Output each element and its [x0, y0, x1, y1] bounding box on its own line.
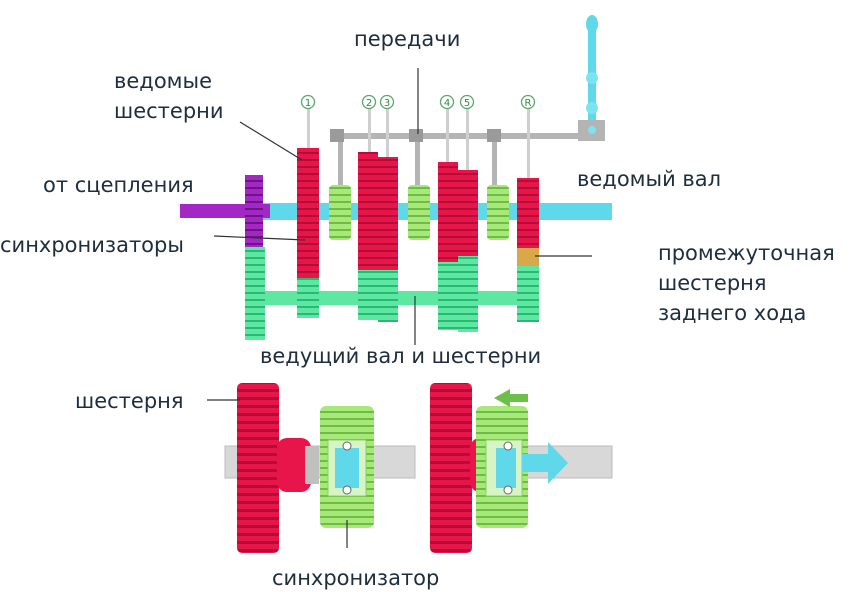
- gear-marker-4[interactable]: 4: [439, 94, 455, 110]
- label-reverse-idler: промежуточная шестерня заднего хода: [658, 238, 835, 328]
- gear-marker-r-text: R: [525, 98, 532, 109]
- gear-marker-r[interactable]: R: [520, 94, 536, 110]
- label-reverse-idler-line-2: шестерня: [658, 271, 767, 295]
- drive-gear-2: [358, 270, 378, 320]
- detail-hub-cone-left: [305, 446, 319, 484]
- detail-gear-right: [430, 383, 472, 553]
- synchronizer-1-2: [329, 185, 351, 240]
- gear-lever[interactable]: [578, 15, 605, 141]
- label-gear: шестерня: [75, 389, 184, 413]
- drive-gear-5: [458, 256, 478, 332]
- label-synchronizer: синхронизатор: [272, 566, 440, 590]
- drive-gear-4: [438, 262, 458, 330]
- selector-forks: [330, 129, 501, 186]
- driven-gear-3: [378, 157, 398, 270]
- driven-gear-4: [438, 162, 458, 262]
- label-drive-shaft-and-gears: ведущий вал и шестерни: [260, 344, 542, 368]
- gear-marker-5-text: 5: [464, 98, 470, 109]
- label-gears: передачи: [354, 27, 461, 51]
- detail-gear-left: [237, 383, 279, 553]
- label-driven-shaft: ведомый вал: [577, 167, 722, 191]
- shift-arrow-icon: [494, 389, 528, 407]
- gear-marker-3-text: 3: [384, 98, 390, 109]
- synchronizer-3-4: [408, 185, 430, 240]
- gear-marker-1[interactable]: 1: [300, 94, 316, 110]
- label-driven-gears-line-2: шестерни: [114, 99, 224, 123]
- driven-gear-5: [458, 170, 478, 256]
- gear-marker-5[interactable]: 5: [459, 94, 475, 110]
- driven-gear-2: [358, 152, 378, 270]
- leader-lines-bottom: [207, 399, 348, 548]
- reverse-idler-gear: [517, 248, 539, 266]
- marker-stems: [307, 108, 530, 180]
- output-arrow-icon: [522, 442, 568, 484]
- drive-gear-1: [297, 278, 319, 318]
- gear-marker-1-text: 1: [305, 98, 311, 109]
- synchronizer-5-r: [487, 185, 509, 240]
- selector-rail: [330, 133, 586, 139]
- gear-marker-2-text: 2: [366, 98, 372, 109]
- detail-gear-hub-left: [277, 438, 311, 492]
- drive-gear-r: [517, 266, 539, 322]
- detail-synchronizer-right: [476, 406, 528, 528]
- gear-markers: 1 2 3 4 5 R: [300, 94, 536, 110]
- sync-detail: [207, 383, 613, 553]
- drive-gear-3: [378, 270, 398, 322]
- label-driven-gears: ведомые шестерни: [114, 66, 224, 126]
- input-gear: [245, 175, 263, 247]
- gear-marker-4-text: 4: [444, 98, 450, 109]
- label-from-clutch: от сцепления: [43, 173, 194, 197]
- label-reverse-idler-line-1: промежуточная: [658, 241, 835, 265]
- driven-gear-r: [517, 178, 539, 248]
- label-reverse-idler-line-3: заднего хода: [658, 301, 807, 325]
- leader-lines-top: [213, 68, 592, 345]
- driven-gear-1: [297, 148, 319, 278]
- label-driven-gears-line-1: ведомые: [114, 69, 213, 93]
- gear-marker-2[interactable]: 2: [361, 94, 377, 110]
- drive-gear-input: [245, 247, 265, 340]
- gear-marker-3[interactable]: 3: [379, 94, 395, 110]
- label-synchronizers: синхронизаторы: [0, 233, 184, 257]
- gearbox-top: 1 2 3 4 5 R: [180, 15, 612, 345]
- detail-synchronizer-left: [320, 406, 374, 528]
